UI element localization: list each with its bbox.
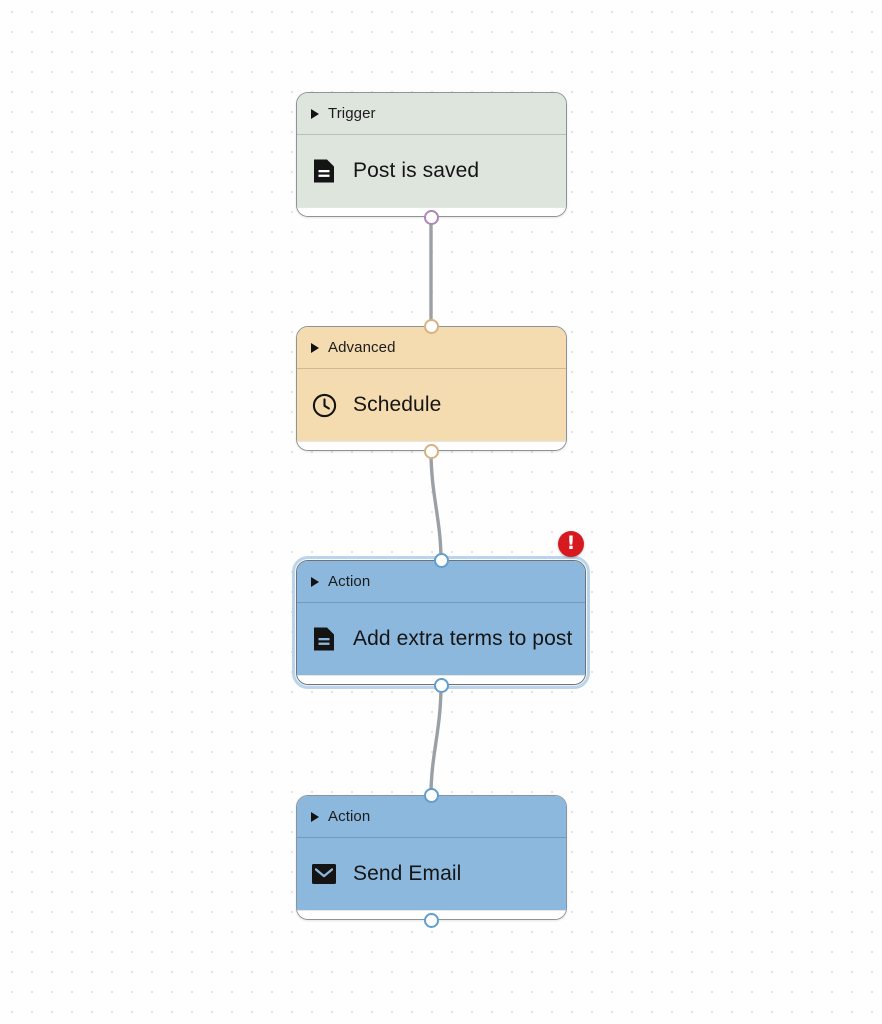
workflow-node-trigger[interactable]: Trigger Post is saved Next: [296, 92, 567, 217]
node-title: Post is saved: [353, 159, 480, 182]
chevron-right-icon[interactable]: [311, 576, 319, 587]
node-body[interactable]: Post is saved: [297, 135, 566, 207]
workflow-node-action-send-email[interactable]: Action Send Email Next: [296, 795, 567, 920]
node-header[interactable]: Action: [297, 796, 566, 838]
chevron-right-icon[interactable]: [311, 342, 319, 353]
node-header[interactable]: Action: [297, 561, 585, 603]
node-type-label: Action: [328, 573, 371, 590]
node-output-handle-action-send-email[interactable]: [423, 912, 439, 928]
node-title: Schedule: [353, 393, 442, 416]
node-body[interactable]: Add extra terms to post: [297, 603, 585, 675]
workflow-node-action-add-terms[interactable]: Action Add extra terms to post Next: [292, 556, 590, 689]
node-input-handle-action-add-terms[interactable]: [433, 552, 449, 568]
node-input-handle-advanced[interactable]: [423, 318, 439, 334]
chevron-right-icon[interactable]: [311, 108, 319, 119]
node-body[interactable]: Send Email: [297, 838, 566, 910]
edge-action-to-email: [429, 683, 443, 797]
error-glyph: !: [566, 532, 576, 554]
workflow-node-advanced[interactable]: Advanced Schedule Next: [296, 326, 567, 451]
node-output-handle-advanced[interactable]: [423, 443, 439, 459]
node-title: Send Email: [353, 862, 462, 885]
node-title: Add extra terms to post: [353, 627, 573, 650]
node-type-label: Advanced: [328, 339, 396, 356]
edge-advanced-to-action: [429, 449, 443, 562]
node-output-handle-action-add-terms[interactable]: [433, 677, 449, 693]
document-icon: [311, 626, 337, 652]
node-type-label: Trigger: [328, 105, 376, 122]
node-header[interactable]: Trigger: [297, 93, 566, 135]
clock-icon: [311, 392, 337, 418]
node-type-label: Action: [328, 808, 371, 825]
envelope-icon: [311, 861, 337, 887]
node-body[interactable]: Schedule: [297, 369, 566, 441]
node-output-handle-trigger[interactable]: [423, 209, 439, 225]
chevron-right-icon[interactable]: [311, 811, 319, 822]
node-input-handle-action-send-email[interactable]: [423, 787, 439, 803]
error-icon[interactable]: !: [558, 531, 584, 557]
node-header[interactable]: Advanced: [297, 327, 566, 369]
document-icon: [311, 158, 337, 184]
